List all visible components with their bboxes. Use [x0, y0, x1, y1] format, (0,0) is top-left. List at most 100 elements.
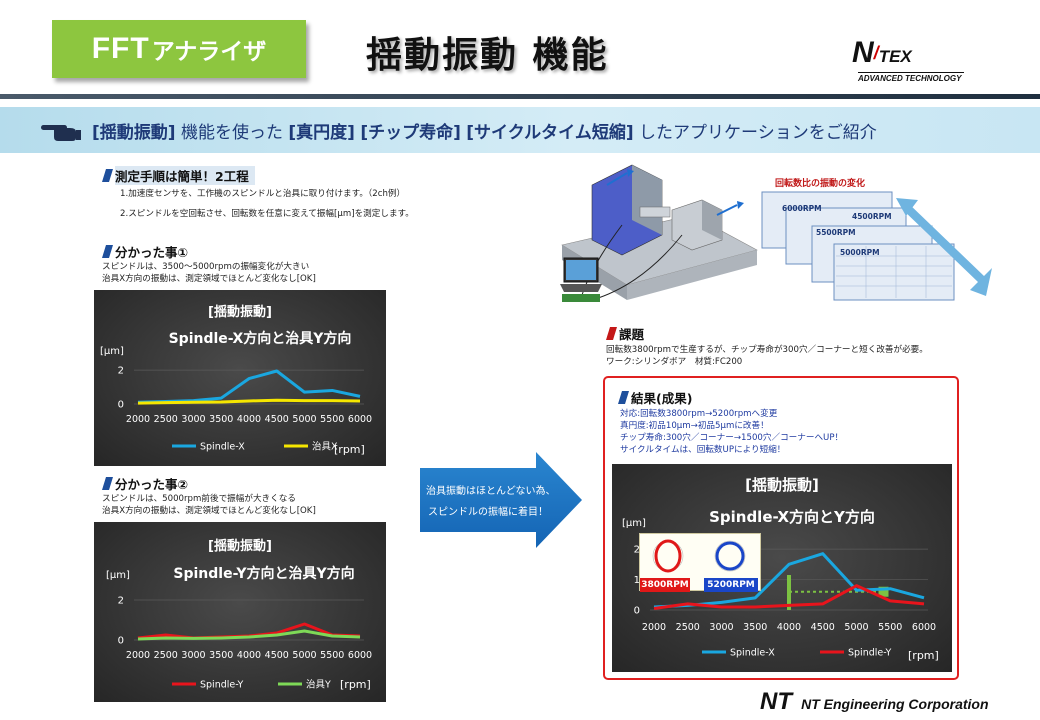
chart-title-line1: [揺動振動] — [208, 304, 272, 320]
rpm-comparison-caption: 回転数比の振動の変化 — [775, 179, 866, 189]
chart-xtick-label: 2000 — [642, 622, 666, 633]
chart-xtick-label: 2000 — [126, 650, 150, 661]
result-line-2: 真円度:初品10μm→初品5μmに改善！ — [620, 421, 769, 431]
banner-part-7: [サイクルタイム短縮] — [466, 122, 634, 143]
logo-mark-n: N — [852, 36, 874, 69]
chart-x-unit: [rpm] — [908, 649, 939, 662]
legend-label: Spindle-Y — [848, 648, 892, 659]
banner-text: [揺動振動] 機能を使った [真円度] [チップ寿命] [サイクルタイム短縮] … — [92, 118, 877, 143]
intro-banner: [揺動振動] 機能を使った [真円度] [チップ寿命] [サイクルタイム短縮] … — [0, 107, 1040, 153]
issue-line-1: 回転数3800rpmで生産するが、チップ寿命が300穴／コーナーと短く改善が必要… — [606, 345, 928, 355]
chart-title-line1: [揺動振動] — [745, 476, 819, 494]
chart-xtick-label: 5500 — [878, 622, 902, 633]
legend-label: 治具X — [312, 441, 338, 453]
header-divider — [0, 94, 1040, 99]
chart-title-line2: Spindle-X方向とY方向 — [709, 508, 875, 526]
rpm-tag-6000: 6000RPM — [782, 204, 822, 213]
result-line-1: 対応:回転数3800rpm→5200rpmへ変更 — [620, 409, 778, 419]
page-title: 揺動振動 機能 — [366, 35, 609, 76]
chart-xtick-label: 2500 — [154, 414, 178, 425]
chart-xtick-label: 4000 — [777, 622, 801, 633]
chart-ytick-label: 2 — [634, 545, 640, 556]
chart-xtick-label: 2000 — [126, 414, 150, 425]
result-line-4: サイクルタイムは、回転数UPにより短縮！ — [620, 445, 786, 455]
logo-mark-tex: TEX — [878, 47, 912, 66]
result-line-3: チップ寿命:300穴／コーナー→1500穴／コーナーへUP！ — [620, 433, 844, 443]
series-line-Spindle-X — [137, 369, 361, 404]
chart-xtick-label: 3000 — [181, 414, 205, 425]
chart-xtick-label: 2500 — [676, 622, 700, 633]
issue-heading-text: 課題 — [619, 327, 645, 342]
banner-part-2: 機能を使った — [175, 122, 289, 143]
chart-xtick-label: 4500 — [265, 650, 289, 661]
chart-xtick-label: 6000 — [912, 622, 936, 633]
result-box — [603, 376, 959, 680]
chart-xtick-label: 6000 — [348, 650, 372, 661]
chart-xtick-label: 3500 — [743, 622, 767, 633]
banner-part-5: [チップ寿命] — [360, 122, 461, 143]
chart-x-unit: [rpm] — [340, 678, 371, 691]
chart-xtick-label: 4500 — [265, 414, 289, 425]
chart-ytick-label: 0 — [634, 606, 640, 617]
section-marker-icon — [606, 327, 617, 340]
chart-ytick-label: 2 — [118, 596, 124, 607]
arrow-text-2: スピンドルの振幅に着目！ — [428, 507, 548, 518]
chart-xtick-label: 2500 — [154, 650, 178, 661]
badge-fft-text: FFT — [91, 32, 150, 65]
chart-xtick-label: 5000 — [292, 650, 316, 661]
result-heading-text: 結果(成果) — [631, 391, 693, 406]
inset-label-3800: 3800RPM — [640, 578, 690, 592]
chart-xtick-label: 4000 — [237, 650, 261, 661]
roundness-inset: 3800RPM 5200RPM — [639, 533, 761, 592]
chart-xtick-label: 4500 — [811, 622, 835, 633]
issue-line-2: ワーク:シリンダボア 材質:FC200 — [606, 357, 743, 367]
chart-ytick-label: 1 — [634, 575, 640, 586]
machine-tool-illustration — [561, 164, 758, 301]
chart-xtick-label: 5500 — [320, 414, 344, 425]
finding1-line-2: 治具X方向の振動は、測定領域でほとんど変化なし[OK] — [102, 274, 316, 284]
section-marker-icon — [102, 169, 113, 182]
rpm-tag-5000: 5000RPM — [840, 248, 880, 257]
rpm-screenshots-illustration — [761, 191, 992, 301]
rpm-tag-4500: 4500RPM — [852, 212, 892, 221]
chart-xtick-label: 3500 — [209, 650, 233, 661]
blue-arrow-icon — [420, 452, 582, 548]
finding2-line-1: スピンドルは、5000rpm前後で振幅が大きくなる — [102, 494, 296, 504]
finding2-heading: 分かった事② — [102, 474, 188, 493]
footer-logo-mark: NT — [760, 688, 792, 715]
finding2-heading-text: 分かった事② — [115, 477, 189, 492]
series-line-治具X — [137, 398, 361, 405]
logo-subtitle: ADVANCED TECHNOLOGY — [858, 72, 964, 83]
finding1-heading-text: 分かった事① — [115, 245, 189, 260]
finding2-line-2: 治具X方向の振動は、測定領域でほとんど変化なし[OK] — [102, 506, 316, 516]
pointing-hand-icon — [41, 125, 81, 141]
rpm-tag-5500: 5500RPM — [816, 228, 856, 237]
chart-xtick-label: 3000 — [709, 622, 733, 633]
series-line-治具Y — [137, 629, 361, 641]
marker-5200rpm — [878, 586, 889, 597]
chart-x-unit: [rpm] — [334, 443, 365, 456]
chart-xtick-label: 6000 — [348, 414, 372, 425]
banner-part-3: [真円度] — [288, 122, 355, 143]
chart-title-line2: Spindle-X方向と治具Y方向 — [169, 330, 352, 347]
legend-label: Spindle-X — [200, 442, 245, 453]
finding1-line-1: スピンドルは、3500～5000rpmの振幅変化が大きい — [102, 262, 310, 272]
chart-xtick-label: 5000 — [292, 414, 316, 425]
chart-ylabel: [μm] — [106, 570, 130, 581]
banner-part-8: したアプリケーションをご紹介 — [633, 122, 877, 143]
legend-label: 治具Y — [306, 679, 331, 691]
banner-part-1: [揺動振動] — [92, 122, 176, 143]
roundness-circles-icon — [652, 539, 746, 573]
ntex-logo: N/TEX ADVANCED TECHNOLOGY — [852, 38, 970, 88]
arrow-text-1: 治具振動はほとんどない為、 — [426, 486, 556, 497]
procedure-step-1: 1.加速度センサを、工作機のスピンドルと治具に取り付けます。（2ch例） — [120, 189, 406, 199]
issue-heading: 課題 — [606, 324, 644, 343]
chart-svg: [揺動振動] Spindle-X方向とY方向 [μm] 0 1 2 2000 2500 3000… — [622, 476, 939, 662]
chart-title-line2: Spindle-Y方向と治具Y方向 — [173, 565, 354, 582]
procedure-heading: 測定手順は簡単！2工程 — [102, 166, 255, 185]
chart-xtick-label: 5500 — [320, 650, 344, 661]
series-line-Spindle-Y — [653, 584, 925, 610]
chart-ylabel: [μm] — [622, 518, 646, 529]
